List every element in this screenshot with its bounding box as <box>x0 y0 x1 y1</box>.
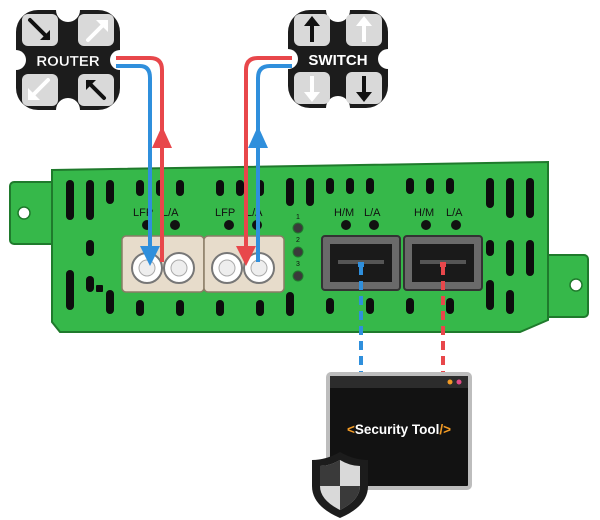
router-link-blue <box>116 64 160 266</box>
security-tool-title: <Security Tool/> <box>347 422 451 437</box>
network-tap-device: LFP L/A LFP L/A 1 2 <box>9 160 589 333</box>
tool-bracket-open: < <box>347 422 355 437</box>
port-label-la-1: L/A <box>162 207 179 219</box>
status-led-label-2: 2 <box>296 237 300 244</box>
port-label-la-2: L/A <box>246 207 263 219</box>
router-device: ROUTER <box>6 0 130 122</box>
monitor-port-2 <box>403 235 483 291</box>
port-label-lfp-2: LFP <box>215 207 235 219</box>
security-tool-window: <Security Tool/> <box>326 372 472 490</box>
status-led-label-1: 1 <box>296 214 300 221</box>
window-dot-pink <box>456 379 462 385</box>
tool-name: Security Tool <box>355 422 440 437</box>
switch-label: SWITCH <box>308 52 367 69</box>
port-label-hm-2: H/M <box>414 207 434 219</box>
window-dot-orange <box>447 379 453 385</box>
router-link-red <box>116 56 172 262</box>
monitor-port-1 <box>321 235 401 291</box>
shield-icon <box>312 452 368 518</box>
switch-device: SWITCH <box>278 0 398 120</box>
switch-link-red <box>236 56 292 266</box>
switch-link-blue <box>248 64 292 262</box>
network-port-pair-2 <box>203 235 285 293</box>
tool-bracket-close: /> <box>439 422 451 437</box>
port-label-hm-1: H/M <box>334 207 354 219</box>
status-leds: 1 2 3 <box>292 214 304 282</box>
switch-updown-arrows-icon <box>304 16 372 102</box>
router-label: ROUTER <box>36 53 100 70</box>
router-crossed-arrows-icon <box>28 18 108 100</box>
port-label-la-3: L/A <box>364 207 381 219</box>
port-label-la-4: L/A <box>446 207 463 219</box>
status-led-label-3: 3 <box>296 261 300 268</box>
